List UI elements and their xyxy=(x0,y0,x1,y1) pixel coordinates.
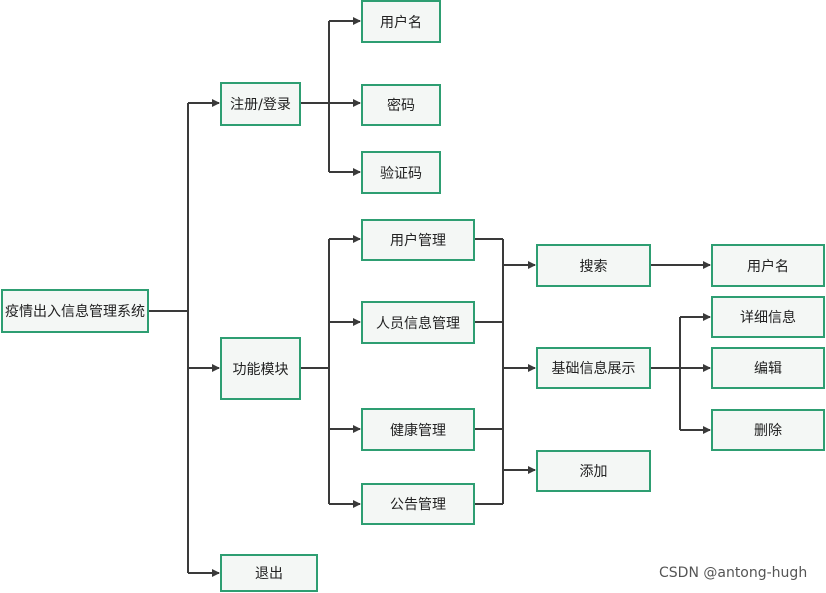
node-username: 用户名 xyxy=(361,0,441,43)
node-captcha: 验证码 xyxy=(361,151,441,194)
node-logout: 退出 xyxy=(220,554,318,592)
node-search-username: 用户名 xyxy=(711,244,825,287)
node-edit: 编辑 xyxy=(711,347,825,389)
node-health-management: 健康管理 xyxy=(361,408,475,451)
node-delete: 删除 xyxy=(711,409,825,451)
node-root: 疫情出入信息管理系统 xyxy=(1,289,149,333)
node-register-login: 注册/登录 xyxy=(220,82,301,126)
node-notice-management: 公告管理 xyxy=(361,483,475,525)
node-password: 密码 xyxy=(361,84,441,126)
node-search: 搜索 xyxy=(536,244,651,287)
node-function-module: 功能模块 xyxy=(220,337,301,400)
node-detail-info: 详细信息 xyxy=(711,296,825,338)
node-user-management: 用户管理 xyxy=(361,219,475,261)
node-person-info-management: 人员信息管理 xyxy=(361,301,475,344)
node-add: 添加 xyxy=(536,450,651,492)
watermark: CSDN @antong-hugh xyxy=(659,565,808,581)
node-basic-info-display: 基础信息展示 xyxy=(536,347,651,389)
